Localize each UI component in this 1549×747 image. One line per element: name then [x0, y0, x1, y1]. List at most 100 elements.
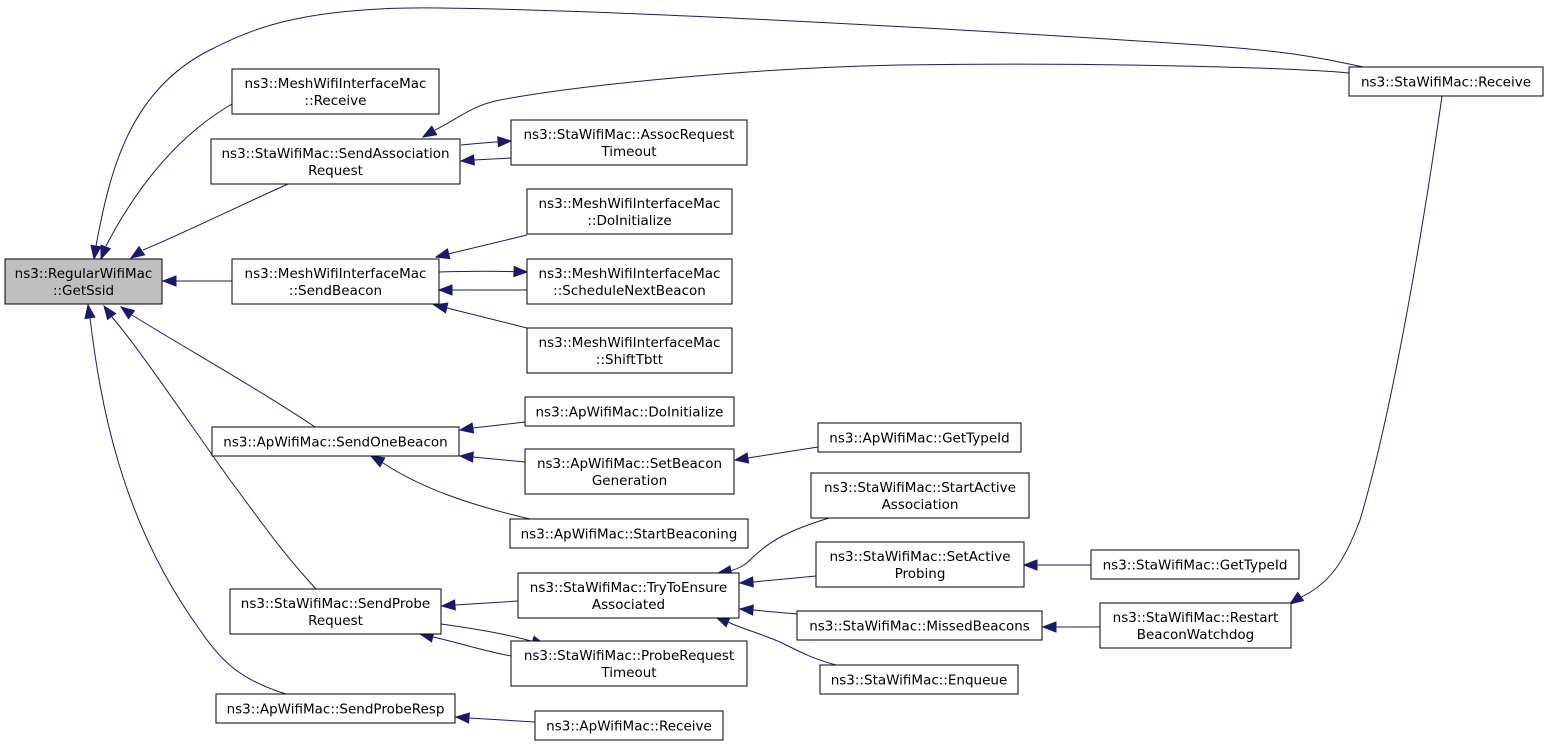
edge-sta_trytoensure-to-sta_sendprobe [454, 600, 519, 606]
node-label: ns3::StaWifiMac::Enqueue [831, 673, 1008, 689]
node-label: ns3::StaWifiMac::SetActive [829, 549, 1010, 565]
arrowhead-ap_sendone [369, 455, 386, 468]
node-label: ns3::MeshWifiInterfaceMac [539, 266, 721, 282]
edge-ap_sendone-to-root [131, 314, 316, 428]
node-ap_sendproberesp[interactable]: ns3::ApWifiMac::SendProbeResp [215, 693, 456, 724]
arrowhead-root [103, 304, 117, 321]
node-label: Timeout [600, 665, 656, 681]
node-label: ns3::StaWifiMac::SendAssociation [221, 146, 449, 162]
node-box [526, 327, 733, 374]
node-box [509, 518, 749, 549]
arrowhead-sta_assoctimeout [497, 136, 513, 148]
edge-sta_sendprobe-to-root [111, 316, 317, 590]
node-ap_gettype[interactable]: ns3::ApWifiMac::GetTypeId [817, 422, 1022, 453]
node-box [229, 588, 442, 635]
node-label: ns3::ApWifiMac::StartBeaconing [521, 527, 738, 543]
node-label: ::DoInitialize [587, 213, 671, 229]
node-sta_enqueue[interactable]: ns3::StaWifiMac::Enqueue [819, 664, 1019, 695]
node-box [524, 396, 735, 427]
arrowhead-root [161, 275, 177, 287]
node-mesh_schedule[interactable]: ns3::MeshWifiInterfaceMac::ScheduleNextB… [526, 258, 733, 305]
node-box [534, 710, 724, 741]
node-box [215, 693, 456, 724]
node-mesh_sendbeacon[interactable]: ns3::MeshWifiInterfaceMac::SendBeacon [231, 258, 440, 305]
node-label: ns3::MeshWifiInterfaceMac [539, 335, 721, 351]
node-label: Request [308, 163, 363, 179]
node-sta_missed[interactable]: ns3::StaWifiMac::MissedBeacons [796, 610, 1043, 641]
edge-ap_sendproberesp-to-root [89, 317, 287, 695]
node-root[interactable]: ns3::RegularWifiMac::GetSsid [4, 258, 163, 305]
node-box [231, 258, 440, 305]
node-box [211, 426, 460, 457]
node-box [526, 258, 733, 305]
node-label: ns3::StaWifiMac::TryToEnsure [530, 580, 727, 596]
edge-sta_sendassoc-to-root [142, 183, 289, 251]
edge-sta_missed-to-sta_trytoensure [752, 609, 798, 615]
edge-sta_probetimeout-to-sta_sendprobe [432, 636, 512, 657]
node-mesh_receive[interactable]: ns3::MeshWifiInterfaceMac::Receive [231, 68, 440, 115]
node-label: ::SendBeacon [289, 283, 382, 299]
node-box [231, 68, 440, 115]
node-box [4, 258, 163, 305]
node-mesh_doinit[interactable]: ns3::MeshWifiInterfaceMac::DoInitialize [526, 188, 733, 235]
node-box [517, 572, 740, 619]
edge-mesh_shift-to-mesh_sendbeacon [446, 307, 528, 329]
arrowhead-sta_sendprobe [440, 599, 456, 611]
node-label: ns3::ApWifiMac::SetBeacon [537, 456, 722, 472]
node-label: Request [308, 613, 363, 629]
node-label: ns3::StaWifiMac::StartActive [824, 480, 1016, 496]
node-ap_sendone[interactable]: ns3::ApWifiMac::SendOneBeacon [211, 426, 460, 457]
node-label: Probing [895, 566, 946, 582]
node-ap_receive[interactable]: ns3::ApWifiMac::Receive [534, 710, 724, 741]
node-box [210, 138, 461, 185]
node-sta_receive[interactable]: ns3::StaWifiMac::Receive [1348, 66, 1544, 97]
edge-sta_setactive-to-sta_trytoensure [752, 575, 817, 583]
edge-ap_gettype-to-ap_setbeacon [747, 446, 819, 459]
node-box [796, 610, 1043, 641]
node-label: ns3::StaWifiMac::Receive [1361, 75, 1531, 91]
node-mesh_shift[interactable]: ns3::MeshWifiInterfaceMac::ShiftTbtt [526, 327, 733, 374]
node-label: ns3::ApWifiMac::SendOneBeacon [223, 435, 447, 451]
node-box [510, 119, 748, 166]
arrowhead-sta_sendassoc [459, 154, 475, 166]
node-box [810, 472, 1030, 519]
node-sta_gettype[interactable]: ns3::StaWifiMac::GetTypeId [1090, 549, 1300, 580]
arrowhead-ap_setbeacon [733, 452, 750, 464]
node-label: ns3::ApWifiMac::DoInitialize [536, 405, 724, 421]
node-ap_doinit[interactable]: ns3::ApWifiMac::DoInitialize [524, 396, 735, 427]
edge-sta_assoctimeout-to-sta_sendassoc [473, 157, 512, 161]
arrowhead-root [84, 303, 96, 320]
node-label: ::ScheduleNextBeacon [553, 283, 706, 299]
arrowhead-sta_trytoensure [738, 576, 754, 588]
node-label: ns3::StaWifiMac::GetTypeId [1103, 558, 1288, 574]
arrowhead-root [90, 244, 102, 261]
edge-ap_setbeacon-to-ap_sendone [472, 456, 526, 463]
node-box [1348, 66, 1544, 97]
arrowhead-ap_sendproberesp [454, 712, 470, 724]
node-label: ::ShiftTbtt [596, 352, 663, 368]
node-ap_startbeaconing[interactable]: ns3::ApWifiMac::StartBeaconing [509, 518, 749, 549]
edge-ap_receive-to-ap_sendproberesp [468, 717, 536, 723]
node-label: Timeout [600, 144, 656, 160]
edges-layer [84, 7, 1443, 724]
edge-sta_receive-to-sta_sendassoc [434, 63, 1350, 131]
node-box [1099, 602, 1292, 649]
arrowhead-mesh_sendbeacon [434, 248, 451, 260]
node-label: Association [882, 497, 959, 513]
node-label: ::Receive [305, 93, 367, 109]
node-label: ns3::ApWifiMac::SendProbeResp [227, 702, 445, 718]
arrowhead-mesh_sendbeacon [432, 302, 449, 314]
nodes-layer: ns3::RegularWifiMac::GetSsidns3::MeshWif… [4, 66, 1544, 741]
edge-ap_startbeaconing-to-ap_sendone [379, 460, 531, 520]
node-label: ns3::StaWifiMac::MissedBeacons [809, 619, 1030, 635]
